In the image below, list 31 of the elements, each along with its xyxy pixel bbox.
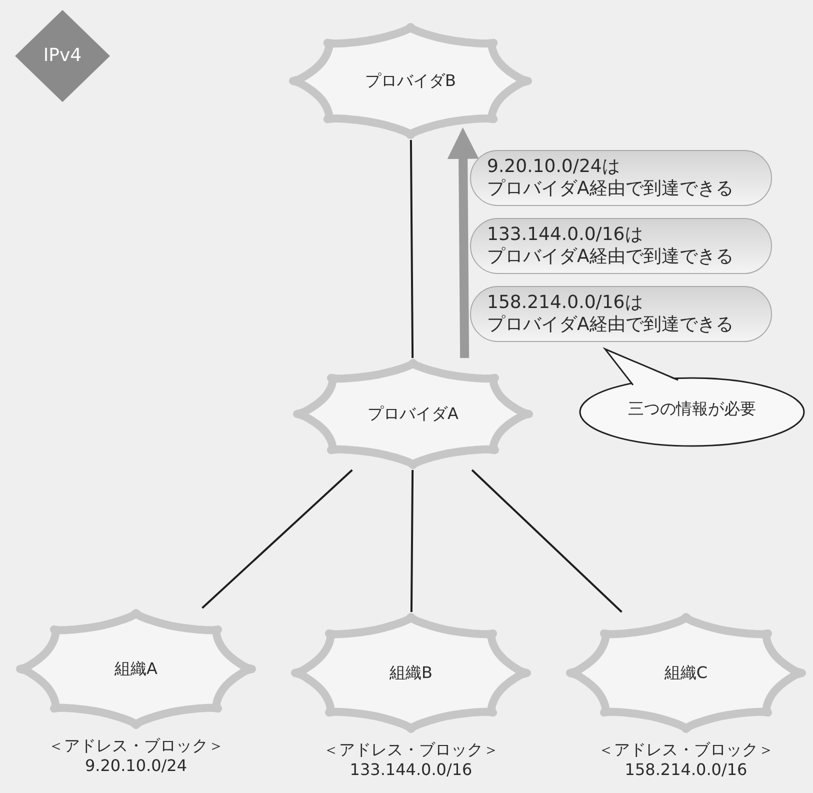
node-label: プロバイダB <box>365 71 456 91</box>
address-block-label: 9.20.10.0/24 <box>84 756 188 775</box>
node-label: プロバイダA <box>368 404 458 424</box>
link-line <box>202 469 353 609</box>
node-label: IPv4 <box>43 45 82 67</box>
address-block-label: 158.214.0.0/16 <box>624 760 748 779</box>
route-text: 158.214.0.0/16はプロバイダA経由で到達できる <box>487 292 734 336</box>
network-cloud <box>292 358 534 470</box>
address-block-label: ＜アドレス・ブロック＞ <box>598 740 774 761</box>
network-cloud <box>565 612 807 734</box>
route-info-pill <box>470 286 772 342</box>
address-block-label: ＜アドレス・ブロック＞ <box>48 736 224 757</box>
node-label: 組織C <box>664 663 708 683</box>
route-text: 9.20.10.0/24はプロバイダA経由で到達できる <box>487 156 734 200</box>
tag-diamond <box>15 10 110 102</box>
speech-bubble <box>578 346 806 448</box>
network-cloud <box>290 612 532 734</box>
link-line <box>410 470 414 612</box>
address-block-label: ＜アドレス・ブロック＞ <box>323 740 499 761</box>
route-arrow <box>447 127 479 358</box>
route-info-pill <box>470 150 772 206</box>
node-label: 組織A <box>114 659 158 679</box>
link-line <box>410 140 414 358</box>
node-label: 組織B <box>390 663 432 683</box>
network-cloud <box>288 22 533 140</box>
route-text: 133.144.0.0/16はプロバイダA経由で到達できる <box>487 224 734 268</box>
node-label: 三つの情報が必要 <box>628 399 756 419</box>
link-line <box>471 469 622 613</box>
address-block-label: 133.144.0.0/16 <box>350 760 472 779</box>
route-info-pill <box>470 218 772 274</box>
network-cloud <box>15 608 257 730</box>
